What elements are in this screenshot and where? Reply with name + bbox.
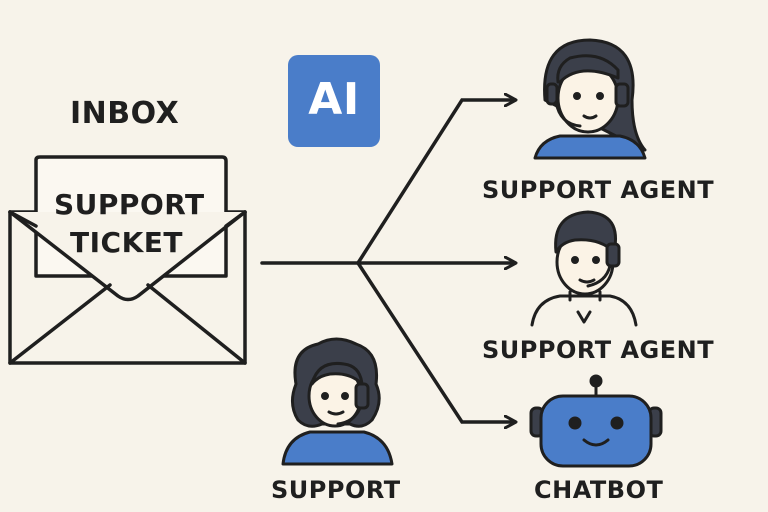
destination-label-1: SUPPORT AGENT [482,176,715,204]
ai-badge [288,55,380,147]
ticket-line-1: SUPPORT [54,188,205,221]
destination-label-3: CHATBOT [534,476,664,504]
robot-icon [529,374,663,468]
inbox-title: INBOX [70,96,180,131]
support-label: SUPPORT [271,476,401,504]
envelope-icon [8,155,247,365]
ticket-line-2: TICKET [70,226,183,259]
ai-badge-text: AI [308,74,360,125]
routing-lines [260,100,515,422]
agent-man-headset-icon [530,210,638,327]
agent-woman-headset-icon [533,38,647,160]
destination-label-2: SUPPORT AGENT [482,336,715,364]
agent-curly-hair-icon [281,337,394,466]
